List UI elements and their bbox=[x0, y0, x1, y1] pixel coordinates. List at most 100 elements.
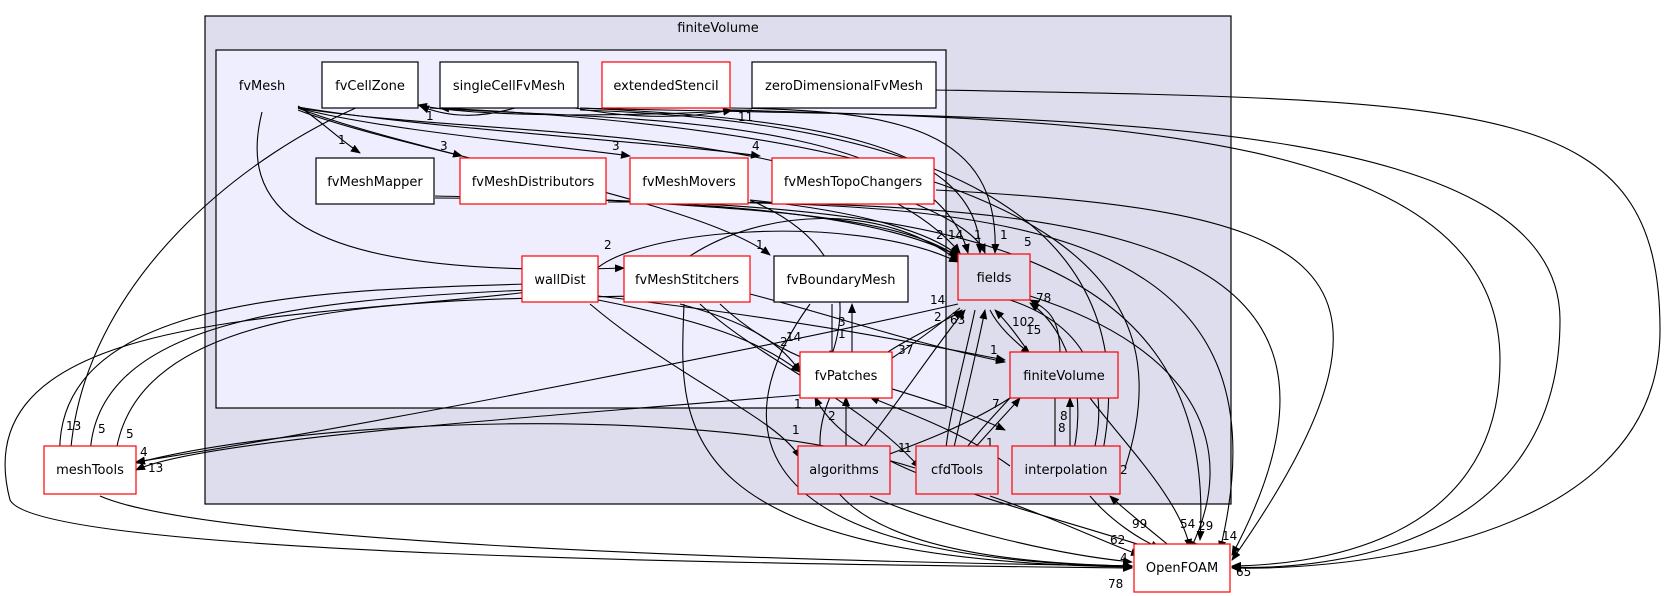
edge-label-e2: 3 bbox=[440, 139, 448, 153]
edge-finitevolume-openfoam bbox=[1089, 397, 1193, 549]
edge-label-e11: 1 bbox=[974, 228, 982, 242]
edge-fvmesh-fields bbox=[297, 107, 961, 254]
node-cfdtools-label: cfdTools bbox=[931, 463, 983, 478]
edge-zerodim-openfoam bbox=[935, 89, 1661, 573]
edge-walldist-meshtools-b bbox=[86, 289, 529, 461]
node-zerodimensionalfvmesh[interactable]: zeroDimensionalFvMesh bbox=[751, 61, 937, 109]
edge-label-e10: 14 bbox=[948, 228, 963, 242]
edge-label-e37: 8 bbox=[1060, 409, 1068, 423]
node-fvmeshtopochangers[interactable]: fvMeshTopoChangers bbox=[771, 157, 935, 205]
edge-boundarymesh-openfoam bbox=[765, 303, 1133, 570]
node-fvmeshdistributors[interactable]: fvMeshDistributors bbox=[459, 157, 607, 205]
edge-label-e17: 37 bbox=[898, 343, 913, 357]
node-walldist-label: wallDist bbox=[534, 273, 585, 288]
node-singlecellfvmesh-label: singleCellFvMesh bbox=[453, 79, 565, 94]
node-finitevolume-label: finiteVolume bbox=[1023, 369, 1105, 384]
edge-singlecell-openfoam bbox=[579, 107, 1561, 572]
edge-stitchers-finitevolume bbox=[749, 293, 1006, 365]
edge-topochangers-fields bbox=[899, 197, 986, 254]
node-fvmeshmapper-label: fvMeshMapper bbox=[327, 175, 423, 190]
edge-label-e31: 1 bbox=[792, 423, 800, 437]
edge-label-e28: 5 bbox=[126, 427, 134, 441]
edge-fvpatches-meshtools bbox=[135, 394, 801, 471]
edge-label-e13: 5 bbox=[1024, 235, 1032, 249]
node-fvpatches[interactable]: fvPatches bbox=[799, 351, 893, 399]
node-fields[interactable]: fields bbox=[957, 253, 1031, 301]
nodes: fvCellZone singleCellFvMesh extendedSten… bbox=[43, 61, 1231, 593]
edge-singlecell-extendedstencil bbox=[574, 107, 733, 118]
node-zerodimensionalfvmesh-label: zeroDimensionalFvMesh bbox=[765, 79, 923, 94]
node-extendedstencil[interactable]: extendedStencil bbox=[601, 61, 731, 109]
edge-label-e21: 1 bbox=[990, 343, 998, 357]
edge-label-e42: 1 bbox=[904, 441, 912, 455]
node-fvmeshmapper[interactable]: fvMeshMapper bbox=[315, 157, 435, 205]
edge-label-e50: 65 bbox=[1236, 565, 1251, 579]
edge-singlecell-fvcellzone bbox=[419, 105, 516, 116]
node-algorithms[interactable]: algorithms bbox=[797, 445, 891, 495]
edge-label-e5: 2 bbox=[604, 238, 612, 252]
cluster-finitevolume-label: finiteVolume bbox=[677, 21, 759, 36]
node-fvmeshtopochangers-label: fvMeshTopoChangers bbox=[784, 175, 923, 190]
edge-label-e38: 8 bbox=[1058, 421, 1066, 435]
edge-label-e18: 78 bbox=[1036, 291, 1051, 305]
edge-cfdtools-meshtools bbox=[135, 423, 916, 469]
edge-label-e24: 3 bbox=[838, 315, 846, 329]
edge-fvmesh-fvmeshstitchers bbox=[256, 111, 625, 273]
node-finitevolume[interactable]: finiteVolume bbox=[1009, 351, 1119, 399]
edge-label-e12: 1 bbox=[1000, 228, 1008, 242]
node-fvcellzone[interactable]: fvCellZone bbox=[321, 61, 419, 109]
edge-label-e1: 1 bbox=[338, 133, 346, 147]
edge-label-e27: 5 bbox=[98, 422, 106, 436]
node-interpolation-label: interpolation bbox=[1025, 463, 1108, 478]
edge-label-e30: 13 bbox=[148, 461, 163, 475]
node-openfoam[interactable]: OpenFOAM bbox=[1133, 543, 1231, 593]
edge-label-e20: 15 bbox=[1026, 323, 1041, 337]
edge-label-e48: 4 bbox=[1120, 551, 1128, 565]
edge-stitchers-openfoam bbox=[682, 303, 1133, 571]
node-fvmeshstitchers-label: fvMeshStitchers bbox=[635, 273, 739, 288]
edge-labels: 1 3 3 4 2 1 1 11 2 14 1 1 5 14 2 63 37 7… bbox=[66, 109, 1251, 591]
node-fvmeshmovers[interactable]: fvMeshMovers bbox=[629, 157, 749, 205]
edge-walldist-fvpatches bbox=[597, 299, 801, 373]
node-fvboundarymesh-label: fvBoundaryMesh bbox=[786, 273, 895, 288]
edge-walldist-fields bbox=[589, 230, 959, 277]
edge-openfoam-interpolation bbox=[1109, 495, 1173, 549]
edge-extendedstencil-openfoam bbox=[729, 109, 1501, 570]
edge-extendedstencil-fields bbox=[729, 107, 1000, 254]
edge-stitchers-fields bbox=[689, 217, 961, 263]
edge-label-e26: 13 bbox=[66, 419, 81, 433]
edge-label-e15: 2 bbox=[934, 310, 942, 324]
edge-walldist-openfoam bbox=[4, 291, 1133, 572]
edge-label-e29: 4 bbox=[140, 445, 148, 459]
edge-label-e4: 4 bbox=[752, 139, 760, 153]
edge-fields-meshtools bbox=[135, 303, 959, 465]
node-fvmeshdistributors-label: fvMeshDistributors bbox=[472, 175, 595, 190]
node-walldist[interactable]: wallDist bbox=[521, 255, 599, 303]
edge-label-e43: 99 bbox=[1132, 517, 1147, 531]
node-openfoam-label: OpenFOAM bbox=[1146, 561, 1218, 576]
node-meshtools[interactable]: meshTools bbox=[43, 445, 137, 495]
node-fvpatches-label: fvPatches bbox=[815, 369, 878, 384]
edge-label-e33: 1 bbox=[794, 397, 802, 411]
edge-label-e16: 63 bbox=[950, 313, 965, 327]
edge-label-e49: 78 bbox=[1108, 577, 1123, 591]
edge-label-e8: 11 bbox=[738, 110, 753, 124]
edge-label-e32: 2 bbox=[828, 409, 836, 423]
edge-label-e19: 102 bbox=[1012, 315, 1035, 329]
edge-meshtools-openfoam bbox=[99, 495, 1133, 570]
edge-interpolation-fvcellzone bbox=[439, 104, 1140, 469]
edge-label-e44: 62 bbox=[1110, 533, 1125, 547]
node-singlecellfvmesh[interactable]: singleCellFvMesh bbox=[439, 61, 579, 109]
edge-fields-openfoam bbox=[1029, 295, 1211, 551]
edge-walldist-algorithms bbox=[589, 303, 801, 459]
node-cfdtools[interactable]: cfdTools bbox=[915, 445, 999, 495]
node-fvmeshstitchers[interactable]: fvMeshStitchers bbox=[623, 255, 751, 303]
node-fvboundarymesh[interactable]: fvBoundaryMesh bbox=[773, 255, 909, 303]
node-interpolation[interactable]: interpolation bbox=[1011, 445, 1121, 495]
edge-walldist-finitevolume bbox=[597, 295, 1006, 363]
edge-label-e25: 1 bbox=[838, 327, 846, 341]
edge-label-e34: 7 bbox=[992, 397, 1000, 411]
edge-fvcellzone-meshtools bbox=[66, 101, 371, 461]
edge-label-e46: 29 bbox=[1198, 519, 1213, 533]
edge-fvpatches-openfoam bbox=[819, 396, 1133, 570]
